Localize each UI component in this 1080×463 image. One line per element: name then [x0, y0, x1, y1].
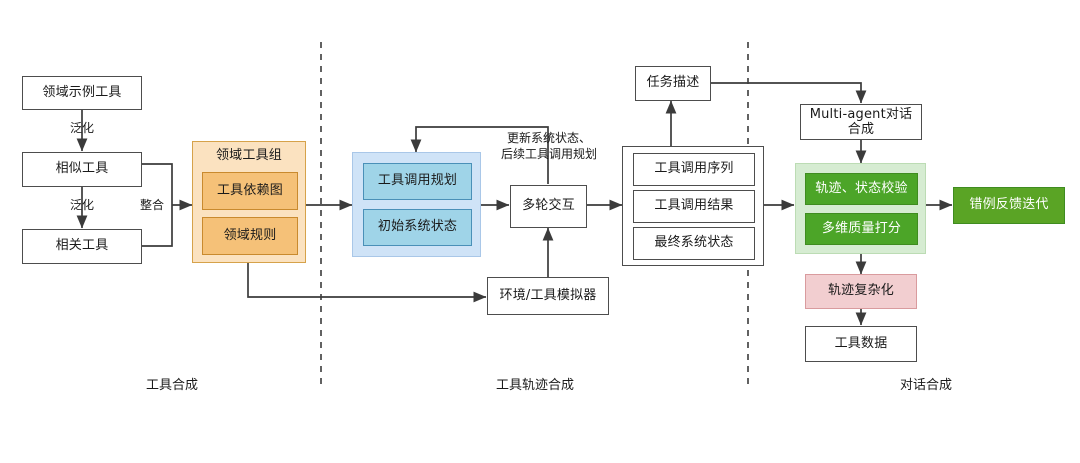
node-tool-data-label: 工具数据 — [834, 335, 888, 351]
node-env-tool-simulator-label: 环境/工具模拟器 — [499, 287, 597, 303]
stage-label-trajectory-synthesis: 工具轨迹合成 — [455, 374, 615, 393]
node-final-system-state[interactable]: 最终系统状态 — [633, 227, 755, 260]
stage-label-tool-synthesis-text: 工具合成 — [145, 378, 198, 393]
node-task-description-label: 任务描述 — [646, 75, 700, 91]
edge-label-update-loop-line1: 更新系统状态、 — [506, 131, 591, 145]
stage-label-trajectory-synthesis-text: 工具轨迹合成 — [495, 378, 574, 393]
node-tool-call-sequence-label: 工具调用序列 — [654, 161, 734, 177]
group-domain-tool-set-title: 领域工具组 — [215, 148, 282, 163]
node-domain-rules[interactable]: 领域规则 — [202, 217, 298, 255]
node-tool-dependency-graph[interactable]: 工具依赖图 — [202, 172, 298, 210]
node-similar-tools-label: 相似工具 — [55, 161, 109, 177]
node-error-feedback-iteration[interactable]: 错例反馈迭代 — [953, 187, 1065, 224]
stage-label-tool-synthesis: 工具合成 — [102, 374, 242, 393]
node-task-description[interactable]: 任务描述 — [635, 66, 711, 101]
node-tool-dependency-graph-label: 工具依赖图 — [216, 182, 283, 198]
node-tool-call-planning-label: 工具调用规划 — [377, 173, 458, 189]
node-tool-data[interactable]: 工具数据 — [805, 326, 917, 362]
node-tool-call-sequence[interactable]: 工具调用序列 — [633, 153, 755, 186]
group-planning-state[interactable]: 工具调用规划 初始系统状态 — [352, 152, 481, 257]
node-multi-turn-interaction[interactable]: 多轮交互 — [510, 185, 587, 228]
edge-label-update-loop-line2: 后续工具调用规划 — [500, 146, 597, 161]
node-error-feedback-iteration-label: 错例反馈迭代 — [969, 197, 1049, 213]
edge-label-update-loop: 更新系统状态、 后续工具调用规划 — [481, 131, 617, 162]
node-tool-call-result-label: 工具调用结果 — [654, 198, 734, 214]
node-tool-call-result[interactable]: 工具调用结果 — [633, 190, 755, 223]
node-initial-system-state[interactable]: 初始系统状态 — [363, 209, 472, 246]
node-tool-call-planning[interactable]: 工具调用规划 — [363, 163, 472, 200]
node-seed-tools[interactable]: 领域示例工具 — [22, 76, 142, 110]
group-domain-tool-set[interactable]: 领域工具组 工具依赖图 领域规则 — [192, 141, 306, 263]
edge-label-integrate: 整合 — [130, 198, 174, 214]
node-trajectory-state-check-label: 轨迹、状态校验 — [815, 180, 908, 196]
edge-label-integrate-text: 整合 — [139, 198, 164, 212]
node-env-tool-simulator[interactable]: 环境/工具模拟器 — [487, 277, 609, 315]
node-multi-dim-quality-score-label: 多维质量打分 — [821, 220, 902, 236]
edge-label-generalize-1: 泛化 — [42, 121, 122, 137]
node-similar-tools[interactable]: 相似工具 — [22, 152, 142, 187]
node-trajectory-complexify[interactable]: 轨迹复杂化 — [805, 274, 917, 309]
node-final-system-state-label: 最终系统状态 — [654, 235, 734, 251]
node-multi-turn-interaction-label: 多轮交互 — [522, 198, 575, 214]
stage-label-dialogue-synthesis-text: 对话合成 — [899, 378, 952, 393]
edge-label-generalize-2: 泛化 — [42, 198, 122, 214]
group-tool-call-records[interactable]: 工具调用序列 工具调用结果 最终系统状态 — [622, 146, 764, 266]
node-multi-agent-dialogue-line1: Multi-agent对话 — [809, 107, 913, 122]
node-multi-dim-quality-score[interactable]: 多维质量打分 — [805, 213, 918, 245]
stage-label-dialogue-synthesis: 对话合成 — [856, 374, 996, 393]
node-seed-tools-label: 领域示例工具 — [42, 84, 122, 100]
node-trajectory-complexify-label: 轨迹复杂化 — [827, 283, 894, 299]
edge-label-generalize-2-text: 泛化 — [69, 198, 94, 212]
node-multi-agent-dialogue-synthesis[interactable]: Multi-agent对话 合成 — [800, 104, 922, 140]
node-multi-agent-dialogue-line2: 合成 — [847, 122, 875, 138]
node-initial-system-state-label: 初始系统状态 — [377, 219, 458, 235]
group-verification-scoring[interactable]: 轨迹、状态校验 多维质量打分 — [795, 163, 926, 254]
node-trajectory-state-check[interactable]: 轨迹、状态校验 — [805, 173, 918, 205]
node-related-tools-label: 相关工具 — [55, 238, 109, 254]
node-domain-rules-label: 领域规则 — [223, 227, 277, 243]
edge-label-generalize-1-text: 泛化 — [69, 121, 94, 135]
node-related-tools[interactable]: 相关工具 — [22, 229, 142, 264]
